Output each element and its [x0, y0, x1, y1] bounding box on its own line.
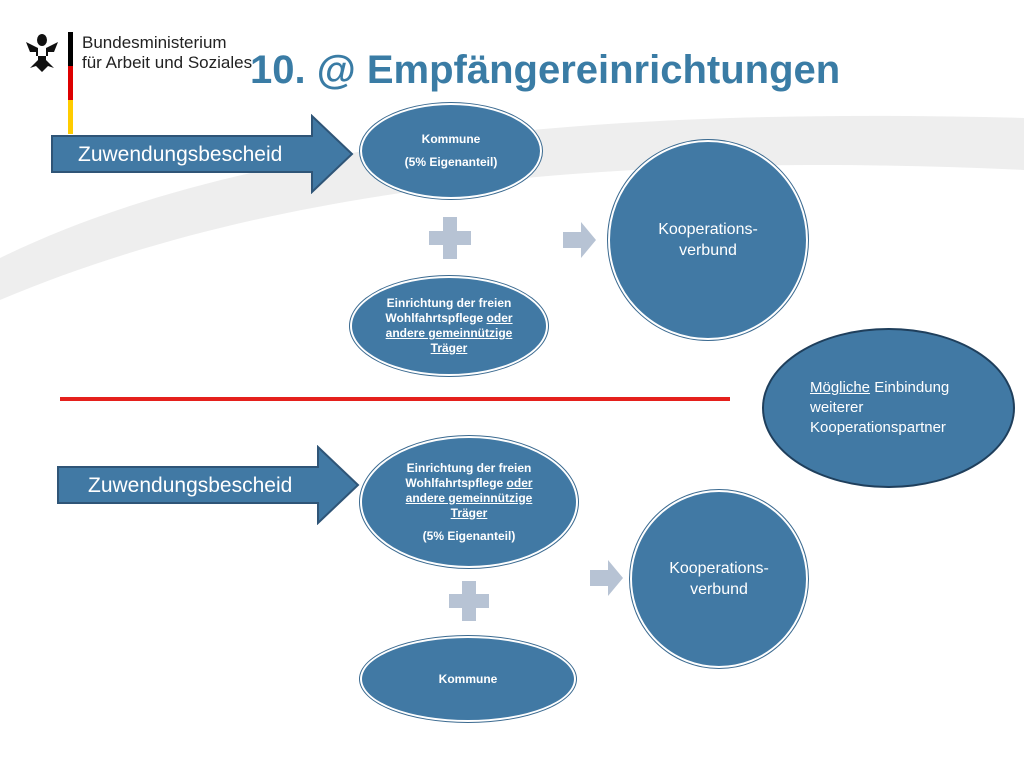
bottom-kommune-ellipse: Kommune [360, 636, 576, 722]
bottom-einrichtung-line-1: Einrichtung der freien [406, 460, 532, 475]
bottom-plus-icon [449, 581, 489, 621]
bottom-kommune-label: Kommune [438, 671, 498, 686]
bottom-einrichtung-oder: oder [506, 475, 533, 490]
bottom-verbund-circle: Kooperations- verbund [630, 490, 808, 668]
top-verbund-circle: Kooperations- verbund [608, 140, 808, 340]
bottom-chevron-icon [590, 560, 623, 596]
top-einrichtung-ellipse: Einrichtung der freien Wohlfahrtspflege … [350, 276, 548, 376]
top-kommune-share: (5% Eigenanteil) [404, 155, 498, 169]
top-einrichtung-line-1: Einrichtung der freien [386, 296, 512, 310]
ministry-line-1: Bundesministerium [82, 33, 227, 52]
top-einrichtung-line-4: Träger [430, 341, 468, 355]
bottom-einrichtung-line-2a: Wohlfahrtspflege [405, 475, 507, 490]
ministry-line-2: für Arbeit und Soziales [82, 53, 253, 72]
top-kommune-label: Kommune [421, 132, 481, 146]
top-verbund-line-2: verbund [679, 242, 737, 259]
bottom-einrichtung-ellipse: Einrichtung der freien Wohlfahrtspflege … [360, 436, 578, 568]
ministry-name: Bundesministerium für Arbeit und Soziale… [82, 33, 252, 73]
bottom-einrichtung-line-3: andere gemeinnützige [405, 490, 533, 505]
note-ellipse: Mögliche Einbindung weiterer Kooperation… [762, 328, 1015, 488]
page-title: 10. @ Empfängereinrichtungen [250, 48, 841, 92]
bottom-arrow-label: Zuwendungsbescheid [88, 474, 293, 497]
top-chevron-icon [563, 222, 596, 258]
note-line-3: Kooperationspartner [810, 419, 946, 436]
note-line-1-rest: Einbindung [870, 379, 950, 396]
top-verbund-line-1: Kooperations- [658, 221, 758, 238]
top-einrichtung-oder: oder [486, 311, 513, 325]
eagle-logo-icon [26, 34, 58, 72]
red-divider-line [60, 397, 730, 401]
bottom-verbund-line-2: verbund [690, 581, 748, 598]
top-einrichtung-line-2a: Wohlfahrtspflege [385, 311, 487, 325]
top-arrow-label: Zuwendungsbescheid [78, 143, 283, 166]
top-einrichtung-line-2: Wohlfahrtspflege oder [385, 311, 512, 326]
german-flag-stripe [68, 32, 73, 134]
bottom-arrow [57, 445, 360, 525]
top-kommune-ellipse: Kommune (5% Eigenanteil) [360, 103, 542, 199]
top-einrichtung-line-3: andere gemeinnützige [385, 326, 513, 340]
top-arrow [51, 114, 354, 194]
bottom-verbund-line-1: Kooperations- [669, 560, 769, 577]
note-line-1: Mögliche Einbindung [810, 378, 1013, 398]
bottom-einrichtung-line-2: Wohlfahrtspflege oder [405, 476, 532, 491]
top-plus-icon [429, 217, 471, 259]
note-line-2: weiterer [810, 399, 864, 416]
note-word-moegliche: Mögliche [810, 379, 871, 396]
bottom-einrichtung-share: (5% Eigenanteil) [422, 528, 516, 543]
bottom-einrichtung-line-4: Träger [450, 505, 488, 520]
